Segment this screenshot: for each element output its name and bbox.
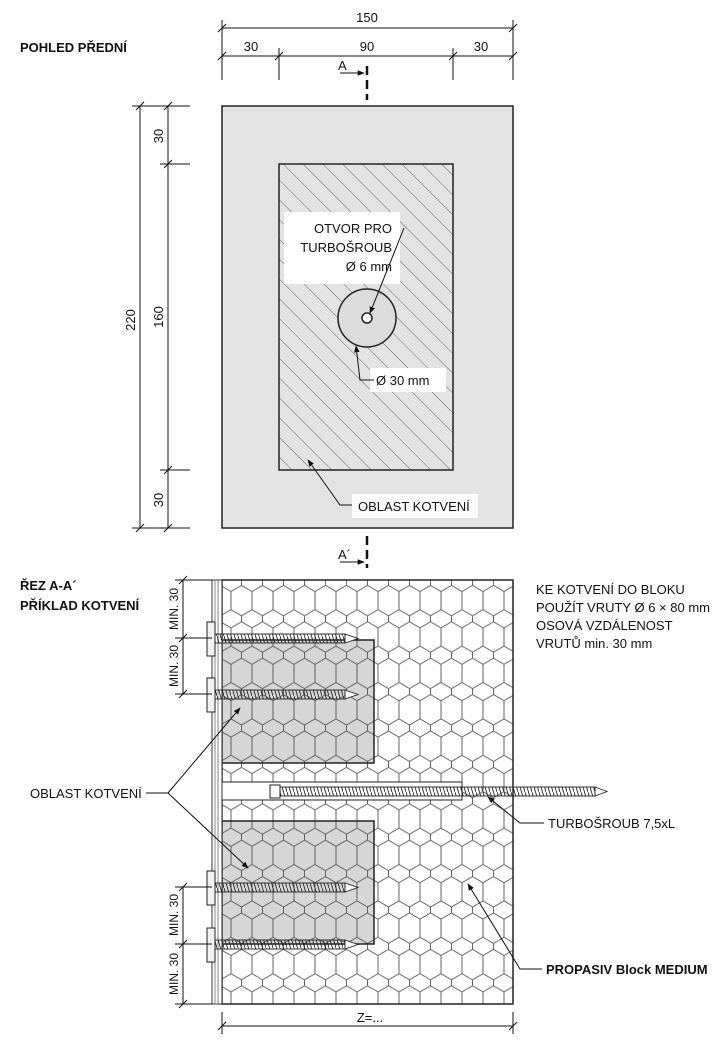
note-line1: KE KOTVENÍ DO BLOKU (536, 582, 685, 597)
section-view: ŘEZ A-A´ PŘÍKLAD KOTVENÍ KE KOTVENÍ DO B… (20, 575, 710, 1034)
min-30-label: MIN. 30 (167, 953, 181, 995)
wood-screw (206, 677, 360, 713)
note-line4: VRUTŮ min. 30 mm (536, 636, 652, 651)
mounting-plate-edge (211, 579, 223, 1005)
wood-screw (206, 621, 360, 657)
front-view: POHLED PŘEDNÍ 150 30 90 30 (20, 10, 518, 568)
dim-total-height: 220 (123, 309, 138, 331)
anchor-zone-lower (221, 820, 375, 945)
anchor-zone-upper (221, 639, 375, 764)
anchor-zone-section-label: OBLAST KOTVENÍ (30, 786, 142, 801)
dim-middle: 90 (360, 39, 374, 54)
dim-z-line (217, 1012, 518, 1034)
washer-leader (353, 345, 374, 381)
hole-label-line3: Ø 6 mm (346, 259, 392, 274)
turbo-screw-leader (487, 796, 544, 824)
block-leader (467, 883, 542, 970)
dim-z: Z=... (357, 1010, 383, 1025)
section-title-line1: ŘEZ A-A´ (20, 578, 77, 593)
screw-hole (361, 312, 373, 324)
front-width-dimensions (217, 20, 518, 80)
min-30-label: MIN. 30 (167, 645, 181, 687)
turbo-screw (269, 784, 609, 799)
block-label: PROPASIV Block MEDIUM (546, 962, 708, 977)
dim-mid-height: 160 (151, 306, 166, 328)
section-mark-a: A (338, 58, 347, 73)
hole-label-line1: OTVOR PRO (314, 221, 392, 236)
washer-label: Ø 30 mm (376, 373, 429, 388)
dim-left: 30 (244, 39, 258, 54)
section-marker-top (340, 66, 369, 100)
wood-screw (206, 927, 360, 963)
section-marker-bottom (340, 536, 369, 568)
anchor-zone-leader-lower (167, 792, 249, 869)
anchor-zone-front-label: OBLAST KOTVENÍ (358, 499, 470, 514)
min-dimensions (175, 575, 212, 1009)
min-30-label: MIN. 30 (167, 894, 181, 936)
dim-bottom: 30 (151, 493, 166, 507)
dim-total-width: 150 (356, 10, 378, 25)
section-mark-a-prime: A´ (338, 547, 351, 562)
note-line2: POUŽÍT VRUTY Ø 6 × 80 mm (536, 600, 710, 615)
dim-top: 30 (151, 129, 166, 143)
front-view-title: POHLED PŘEDNÍ (20, 40, 127, 55)
note-line3: OSOVÁ VZDÁLENOST (536, 618, 673, 633)
min-30-label: MIN. 30 (167, 588, 181, 630)
anchor-zone-leader-upper (167, 707, 241, 794)
front-height-dimensions (132, 101, 190, 533)
section-title-line2: PŘÍKLAD KOTVENÍ (20, 598, 140, 613)
anchor-zone-front-leader (307, 459, 352, 506)
wood-screw (206, 870, 360, 906)
turbo-screw-label: TURBOŠROUB 7,5xL (548, 816, 675, 831)
hole-label-line2: TURBOŠROUB (300, 240, 392, 255)
dim-right: 30 (474, 39, 488, 54)
hole-leader (369, 227, 405, 314)
